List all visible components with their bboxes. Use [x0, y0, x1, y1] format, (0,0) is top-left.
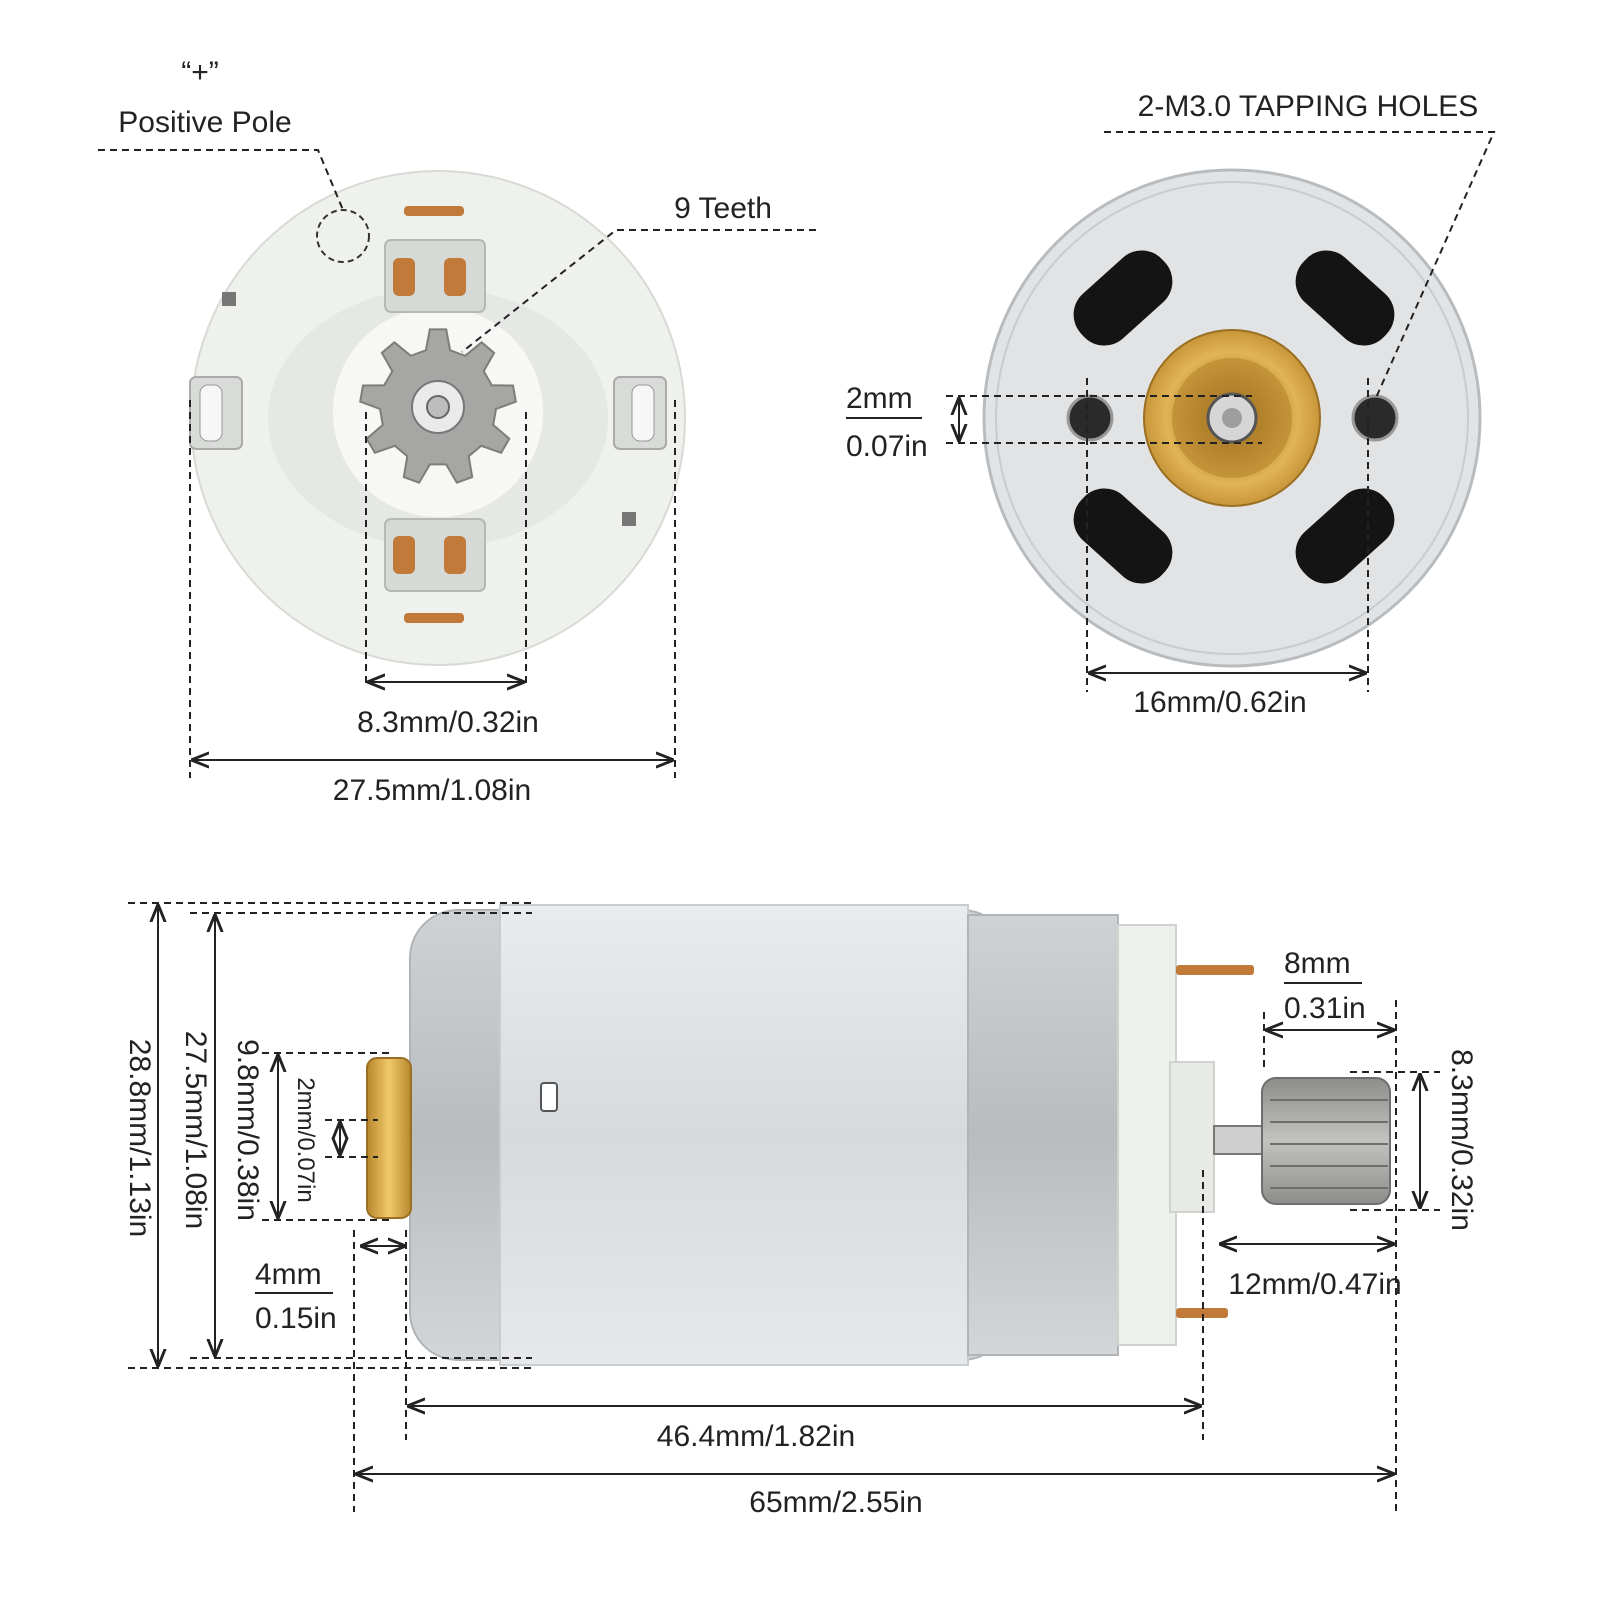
- front-view: “+” Positive Pole 9 Teeth 8.3mm/0.32in 2…: [98, 56, 816, 807]
- teeth-label: 9 Teeth: [674, 192, 772, 225]
- front-gear-icon: [359, 328, 517, 484]
- side-gear-icon: [1261, 1077, 1391, 1205]
- body-height-label: 27.5mm/1.08in: [179, 1031, 212, 1229]
- side-view: 28.8mm/1.13in 27.5mm/1.08in 9.8mm/0.38in…: [123, 902, 1478, 1519]
- side-motor-body: [366, 904, 1391, 1366]
- tapping-holes-label: 2-M3.0 TAPPING HOLES: [1138, 90, 1479, 123]
- shaft-length-label: 12mm/0.47in: [1228, 1268, 1401, 1301]
- hole-spacing-label: 16mm/0.62in: [1133, 686, 1306, 719]
- rear-metal-can: [982, 168, 1482, 668]
- body-length-label: 46.4mm/1.82in: [657, 1420, 855, 1453]
- rear-shaft-mm: 2mm: [846, 382, 913, 415]
- boss-height-label: 9.8mm/0.38in: [231, 1039, 264, 1221]
- outer-height-label: 28.8mm/1.13in: [123, 1039, 156, 1237]
- boss-len-mm: 4mm: [255, 1258, 322, 1291]
- positive-symbol: “+”: [181, 56, 219, 89]
- gear-width-label: 8.3mm/0.32in: [357, 706, 539, 739]
- gear-len-mm: 8mm: [1284, 947, 1351, 980]
- body-width-label: 27.5mm/1.08in: [333, 774, 531, 807]
- positive-pole-label: Positive Pole: [118, 106, 291, 139]
- total-length-label: 65mm/2.55in: [749, 1486, 922, 1519]
- positive-pole-marker: [316, 209, 370, 263]
- rear-view: 2-M3.0 TAPPING HOLES 2mm 0.07in 16mm/0.6…: [846, 90, 1496, 719]
- boss-len-in: 0.15in: [255, 1302, 337, 1335]
- rear-shaft-in: 0.07in: [846, 430, 928, 463]
- gear-len-in: 0.31in: [1284, 992, 1366, 1025]
- gear-height-label: 8.3mm/0.32in: [1445, 1049, 1478, 1231]
- shaft-diameter-label: 2mm/0.07in: [292, 1077, 319, 1202]
